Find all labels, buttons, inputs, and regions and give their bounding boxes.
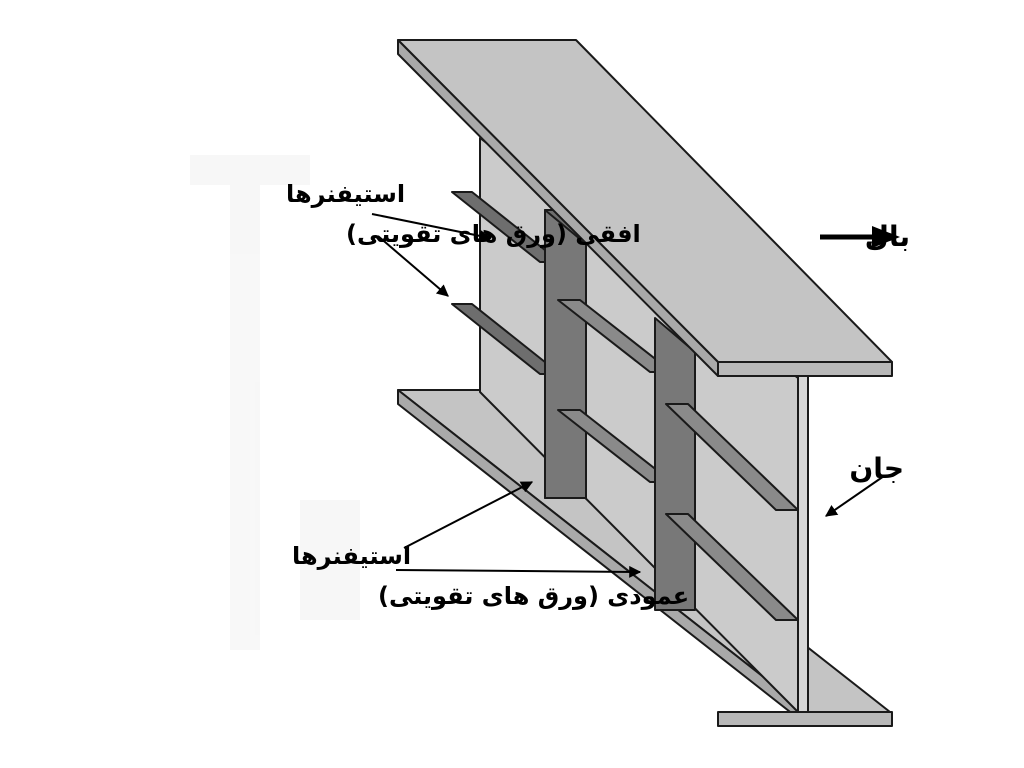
vertical-stiffener-2 [654, 317, 696, 611]
flange-arrow [820, 226, 900, 248]
top-flange [397, 39, 893, 377]
vertical-stiffener-1 [544, 209, 587, 499]
arrow-vertical-stiffener-1 [403, 481, 534, 549]
arrow-horizontal-stiffener-2 [377, 235, 449, 297]
arrow-horizontal-stiffener-1 [371, 213, 492, 242]
label-flange: بال [865, 220, 910, 253]
arrow-web [825, 475, 885, 517]
label-horizontal-stiffeners-2: افقی (ورق های تقویتی) [346, 220, 641, 248]
arrow-vertical-stiffener-2 [395, 565, 642, 578]
label-horizontal-stiffeners-1: استیفنرها [286, 180, 405, 208]
label-web: جان [849, 452, 904, 485]
leader-arrows [371, 213, 885, 578]
background-watermark [190, 155, 360, 650]
label-vertical-stiffeners-2: عمودی (ورق های تقویتی) [378, 582, 689, 610]
horizontal-stiffeners-right [665, 403, 799, 621]
label-vertical-stiffeners-1: استیفنرها [292, 542, 411, 570]
